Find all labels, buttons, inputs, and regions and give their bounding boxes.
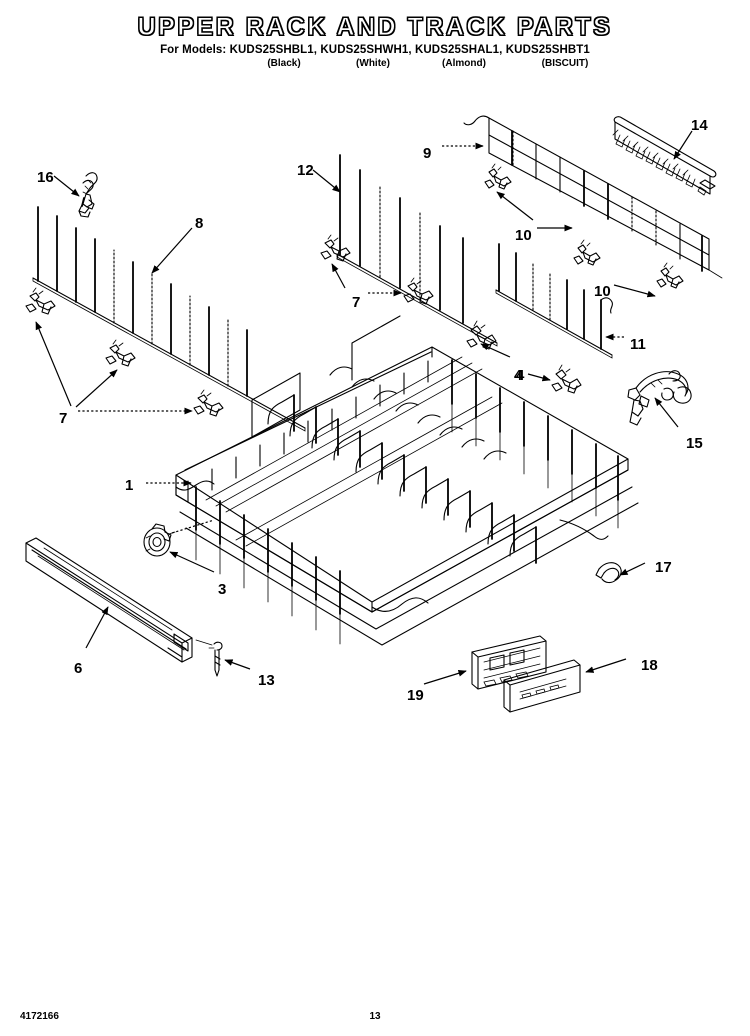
leader-13 — [224, 659, 251, 670]
leader-13-dash — [195, 639, 213, 646]
part-16-wire-handle-clip — [78, 172, 98, 218]
part-13-track-retainer-pin — [208, 641, 223, 677]
callout-rack-track-rail: 6 — [74, 660, 83, 677]
leader-18 — [585, 658, 627, 673]
leader-16 — [53, 175, 80, 197]
color-label-2: (Almond) — [442, 58, 486, 69]
callout-tine-clip-left: 7 — [59, 410, 68, 427]
color-label-0: (Black) — [267, 58, 301, 69]
part-6-rack-track-rail — [25, 537, 193, 663]
callout-grid-clip-lower: 10 — [594, 283, 611, 300]
leader-3 — [169, 551, 215, 573]
part-7-clip-d — [320, 234, 351, 262]
part-10-clip-c — [656, 262, 684, 289]
callout-tine-row-long-left: 8 — [195, 215, 204, 232]
part-19-track-end-cap-rear — [471, 635, 547, 690]
part-9-grid-panel — [463, 115, 723, 279]
callout-retainer-hook: 17 — [655, 559, 672, 576]
callout-grid-clip-upper: 10 — [515, 227, 532, 244]
callout-upper-dishrack-assembly: 1 — [125, 477, 134, 494]
footer-part-number: 4172166 — [20, 1011, 59, 1022]
callout-track-retainer-pin: 13 — [258, 672, 275, 689]
color-labels-row: (Black) (White) (Almond) (BISCUIT) — [0, 58, 750, 72]
footer-page-number: 13 — [369, 1011, 381, 1022]
part-11-tine-row-right — [495, 243, 613, 359]
leader-7a — [35, 321, 72, 407]
leader-8 — [151, 227, 193, 274]
part-12-tine-row-middle — [336, 154, 498, 347]
color-label-3: (BISCUIT) — [541, 58, 589, 69]
leader-10a — [496, 191, 534, 221]
part-4-clip-b — [551, 364, 582, 394]
part-7-clip-c — [193, 389, 224, 417]
callout-wire-handle-clip: 16 — [37, 169, 54, 186]
part-7-clip-e — [403, 277, 434, 305]
leader-4a — [480, 343, 511, 358]
leader-17 — [619, 562, 646, 576]
part-10-clip-a — [484, 163, 512, 190]
leader-7d — [331, 263, 346, 289]
leader-6 — [85, 606, 109, 649]
leader-7b — [75, 369, 118, 408]
part-8-tine-row-left — [32, 206, 306, 432]
part-3-rack-roller-wheel — [143, 523, 176, 557]
part-10-clip-b — [573, 239, 601, 266]
leader-14 — [673, 130, 693, 160]
part-14-tine-comb-strip — [612, 116, 717, 196]
leader-15 — [654, 397, 679, 428]
part-15-rack-adjuster-bracket — [627, 370, 692, 426]
callout-tine-row-clip-2: 4 — [516, 367, 525, 384]
callout-track-end-cap-rear: 19 — [407, 687, 424, 704]
callout-tine-row-clip: 4 — [514, 367, 523, 384]
callout-grid-panel: 9 — [423, 145, 432, 162]
part-7-clip-a — [25, 287, 56, 315]
page-header: UPPER RACK AND TRACK PARTS For Models: K… — [0, 14, 750, 72]
leader-19 — [423, 670, 467, 685]
callout-tine-row-middle: 12 — [297, 162, 314, 179]
callout-tine-row-right: 11 — [630, 336, 646, 353]
callout-tine-clip-middle: 7 — [352, 294, 361, 311]
part-4-clip-a — [466, 320, 497, 350]
part-1-upper-dishrack-assembly — [175, 315, 639, 646]
color-label-1: (White) — [356, 58, 390, 69]
leader-12 — [312, 169, 341, 193]
part-17-retainer-hook — [595, 562, 622, 584]
page-title: UPPER RACK AND TRACK PARTS — [137, 13, 613, 41]
leader-4b — [527, 373, 551, 382]
models-line: For Models: KUDS25SHBL1, KUDS25SHWH1, KU… — [160, 44, 590, 56]
callout-rack-adjuster-bracket: 15 — [686, 435, 703, 452]
leader-3-dash — [171, 519, 215, 534]
part-7-clip-b — [105, 339, 136, 367]
callout-rack-roller-wheel: 3 — [218, 581, 227, 598]
leader-10c — [613, 284, 656, 298]
callout-tine-comb-strip: 14 — [691, 117, 708, 134]
callout-track-end-cap-front: 18 — [641, 657, 658, 674]
part-18-track-end-cap-front — [503, 659, 581, 713]
